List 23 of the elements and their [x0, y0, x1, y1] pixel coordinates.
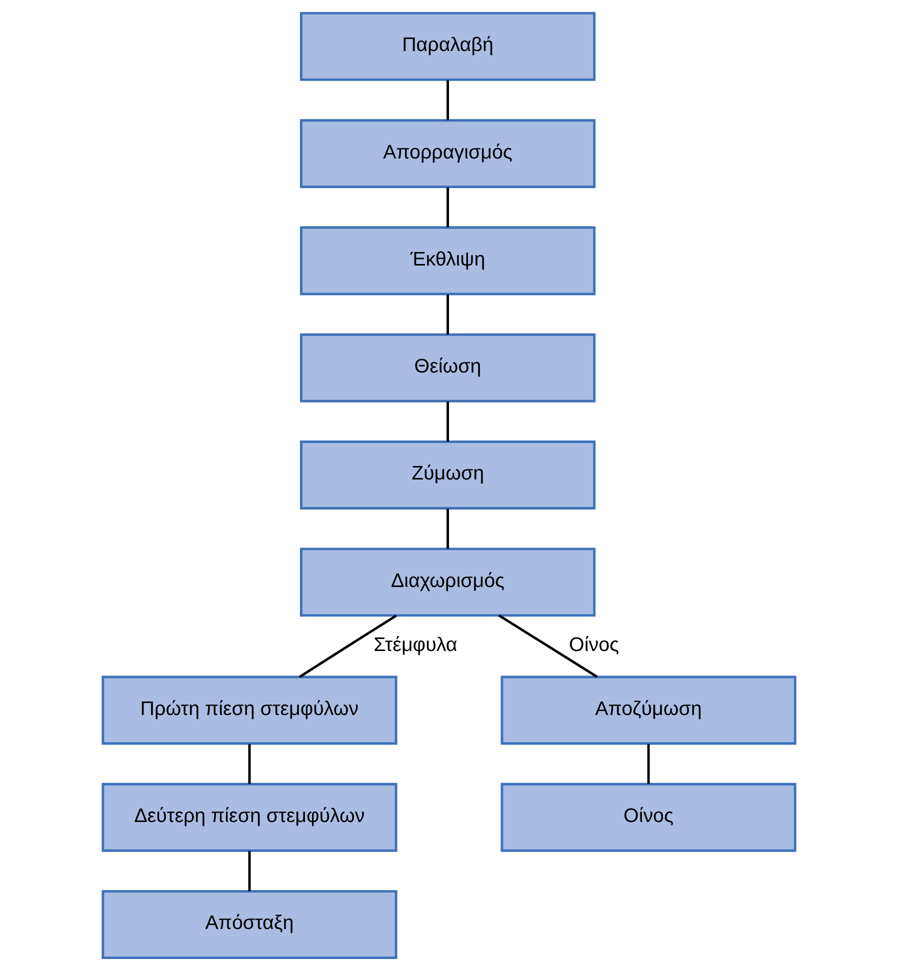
connector — [248, 851, 251, 892]
edge-label: Οίνος — [569, 634, 620, 656]
connector — [446, 187, 449, 228]
connector — [446, 80, 449, 120]
node-box: Απόσταξη — [102, 890, 398, 960]
node-box: Αποζύμωση — [500, 676, 796, 745]
connector — [498, 614, 598, 678]
node-box: Θείωση — [300, 333, 596, 402]
connector — [446, 402, 449, 442]
connector — [248, 744, 251, 784]
node-box: Διαχωρισμός — [300, 548, 596, 617]
connector — [446, 508, 449, 549]
node-box: Πρώτη πίεση στεμφύλων — [102, 676, 398, 745]
node-box: Οίνος — [500, 782, 796, 852]
connector — [298, 614, 397, 678]
node-box: Απορραγισμός — [300, 119, 596, 188]
node-box: Έκθλιψη — [300, 226, 596, 296]
connector — [647, 744, 650, 784]
edge-label: Στέμφυλα — [374, 634, 458, 656]
node-box: Δεύτερη πίεση στεμφύλων — [102, 782, 398, 852]
connector — [446, 294, 449, 334]
node-box: Ζύμωση — [300, 440, 596, 510]
node-box: Παραλαβή — [300, 12, 596, 81]
